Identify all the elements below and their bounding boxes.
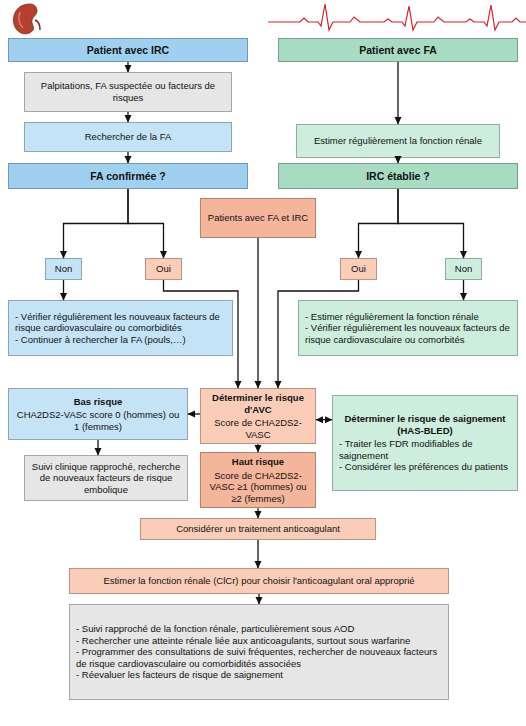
risk-box: Déterminer le risque de saignement (HAS-… <box>332 395 518 491</box>
connector-arrow <box>63 280 64 300</box>
connector-arrow <box>397 62 398 124</box>
box-text: Bas risque <box>15 396 181 408</box>
connector-arrow <box>463 280 464 300</box>
process-box: Rechercher de la FA <box>24 122 232 152</box>
connector-arrow <box>316 419 332 420</box>
box-text: - Estimer régulièrement la fonction réna… <box>305 311 511 323</box>
process-box: Estimer la fonction rénale (ClCr) pour c… <box>69 568 449 594</box>
box-text: Non <box>52 263 75 275</box>
box-text: FA confirmée ? <box>15 170 241 183</box>
connector-arrow <box>397 158 398 163</box>
answer-box: Oui <box>340 258 377 280</box>
note-box: - Estimer régulièrement la fonction réna… <box>298 300 518 356</box>
process-box: Estimer régulièrement la fonction rénale <box>296 124 500 158</box>
connector-arrow <box>257 508 258 518</box>
box-text: - Traiter les FDR modifiables de saignem… <box>339 438 511 461</box>
box-text: Rechercher de la FA <box>31 131 225 143</box>
connector-arrow <box>127 62 128 72</box>
box-text: Score de CHA2DS2-VASC <box>207 417 309 440</box>
header-box: Patient avec FA <box>278 38 518 62</box>
box-text: Oui <box>152 263 175 275</box>
connector-arrow <box>64 189 129 258</box>
box-text: - Programmer des consultations de suivi … <box>76 646 442 669</box>
risk-box: Haut risqueScore de CHA2DS2-VASC ≥1 (hom… <box>200 452 316 508</box>
risk-box: Bas risqueCHA2DS2-VASc score 0 (hommes) … <box>8 388 188 440</box>
header-box: Patient avec IRC <box>8 38 248 62</box>
connector-arrow <box>359 189 399 258</box>
connector-arrow <box>97 440 98 455</box>
answer-box: Oui <box>145 258 182 280</box>
connector-arrow <box>257 444 258 452</box>
connector-arrow <box>278 280 359 388</box>
answer-box: Non <box>445 258 482 280</box>
box-text: - Vérifier régulièrement les nouveaux fa… <box>15 311 226 334</box>
process-box: Considérer un traitement anticoagulant <box>140 518 376 540</box>
box-text: - Rechercher une atteinte rénale liée au… <box>76 635 442 647</box>
process-box: Déterminer le risque d'AVCScore de CHA2D… <box>200 388 316 444</box>
decision-box: IRC établie ? <box>278 163 518 189</box>
decision-box: FA confirmée ? <box>8 163 248 189</box>
box-text: Patients avec FA et IRC <box>207 212 309 224</box>
connector-arrow <box>128 189 164 258</box>
header-illustrations <box>0 0 526 40</box>
process-box: Palpitations, FA suspectée ou facteurs d… <box>24 72 232 112</box>
connector-arrow <box>257 238 258 388</box>
process-box: Suivi clinique rapproché, recherche de n… <box>24 455 188 501</box>
connector-arrow <box>127 112 128 122</box>
box-text: Oui <box>347 263 370 275</box>
box-text: - Continuer à rechercher la FA (pouls,…) <box>15 334 226 346</box>
box-text: Estimer la fonction rénale (ClCr) pour c… <box>76 575 442 587</box>
connector-arrow <box>164 280 239 388</box>
box-text: Suivi clinique rapproché, recherche de n… <box>31 461 181 496</box>
box-text: Déterminer le risque de saignement (HAS-… <box>339 413 511 436</box>
box-text: Haut risque <box>207 456 309 468</box>
connector-arrow <box>258 594 259 604</box>
note-box: - Suivi rapproché de la fonction rénale,… <box>69 604 449 700</box>
connector-arrow <box>127 152 128 163</box>
answer-box: Non <box>45 258 82 280</box>
box-text: Estimer régulièrement la fonction rénale <box>303 135 493 147</box>
box-text: Patient avec IRC <box>15 44 241 57</box>
box-text: Palpitations, FA suspectée ou facteurs d… <box>31 80 225 103</box>
connector-arrow <box>188 413 200 414</box>
note-box: - Vérifier régulièrement les nouveaux fa… <box>8 300 233 356</box>
box-text: - Réevaluer les facteurs de risque de sa… <box>76 669 442 681</box>
connector-arrow <box>398 189 464 258</box>
kidney-icon <box>14 4 40 34</box>
box-text: - Suivi rapproché de la fonction rénale,… <box>76 623 442 635</box>
box-text: Patient avec FA <box>285 44 511 57</box>
box-text: Déterminer le risque d'AVC <box>207 392 309 415</box>
box-text: CHA2DS2-VASc score 0 (hommes) ou 1 (femm… <box>15 409 181 432</box>
box-text: Score de CHA2DS2-VASC ≥1 (hommes) ou ≥2 … <box>207 470 309 505</box>
box-text: - Vérifier régulièrement les nouveaux fa… <box>305 322 511 345</box>
box-text: IRC établie ? <box>285 170 511 183</box>
box-text: Considérer un traitement anticoagulant <box>147 523 369 535</box>
connector-arrow <box>257 540 258 568</box>
box-text: - Considérer les préférences du patients <box>339 461 511 473</box>
ecg-trace <box>268 4 526 30</box>
box-text: Non <box>452 263 475 275</box>
process-box: Patients avec FA et IRC <box>200 198 316 238</box>
